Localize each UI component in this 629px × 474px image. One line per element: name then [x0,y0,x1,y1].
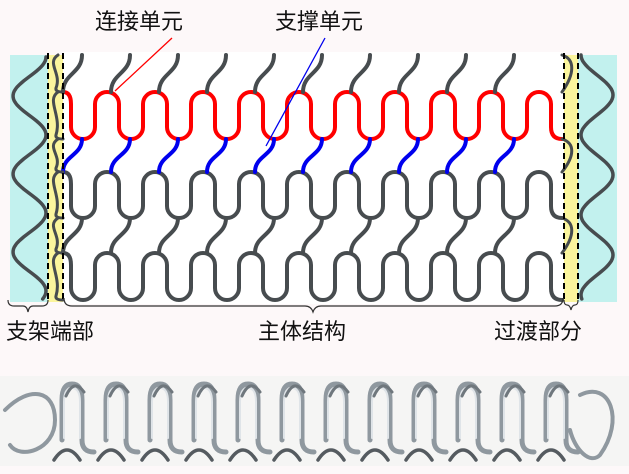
3d-bottom-link [536,448,566,462]
support-unit-connector [109,137,132,174]
3d-top-link [548,384,570,398]
top-connector [493,53,516,94]
connector [349,216,372,255]
connector [301,216,324,255]
label-support-unit: 支撑单元 [275,10,364,35]
support-ring [61,251,564,302]
connector [493,216,516,255]
3d-bottom-link [404,448,434,462]
connector [445,216,468,255]
3d-bottom-link [228,448,258,462]
3d-bottom-link [448,448,478,462]
top-connector [397,53,420,94]
label-transition: 过渡部分 [494,320,583,345]
3d-top-link [460,384,482,398]
support-unit-connector [349,137,372,174]
transition-brace [563,299,579,311]
right-transition-zone [564,55,578,302]
support-unit-connector [493,137,516,174]
3d-bottom-link [140,448,170,462]
3d-top-link [240,384,262,398]
support-ring [61,170,564,220]
top-connector [205,53,228,94]
stent-3d-render [3,381,615,462]
3d-top-link [152,384,174,398]
stent-end-brace [7,299,49,313]
support-unit-connector [205,137,228,174]
left-end-ring [11,55,48,301]
connector [205,216,228,255]
top-connector [445,53,468,94]
connector [253,216,276,255]
3d-top-link [284,384,306,398]
3d-top-link [504,384,526,398]
top-connector [349,53,372,94]
connector [397,216,420,255]
top-connector [157,53,180,94]
label-main-structure: 主体结构 [258,320,347,345]
3d-end-ring-left [3,392,58,454]
support-unit-pointer [265,37,326,147]
transition-link [51,251,65,302]
3d-end-ring-right [568,389,615,461]
connector [157,216,180,255]
support-unit-connector [445,137,468,174]
main-structure-brace [63,297,564,314]
top-connector [301,53,324,94]
connector [109,216,132,255]
right-end-ring [579,53,615,301]
strut-network [11,53,615,302]
3d-top-link [108,384,130,398]
left-transition-zone [48,55,63,302]
3d-bottom-link [316,448,346,462]
3d-top-link [196,384,218,398]
3d-bottom-link [96,448,126,462]
label-connecting-unit: 连接单元 [95,10,184,35]
3d-bottom-link [52,448,82,462]
top-connector [109,53,132,94]
connector [61,216,84,255]
main-body-background [62,52,565,304]
3d-bottom-link [492,448,522,462]
3d-top-link [328,384,350,398]
connecting-unit-pointer [114,37,173,92]
support-unit-connector [397,137,420,174]
3d-bottom-link [360,448,390,462]
3d-top-link [416,384,438,398]
connecting-unit-ring [61,90,564,141]
support-unit-connector [301,137,324,174]
label-stent-end: 支架端部 [6,320,95,345]
top-connector [253,53,276,94]
3d-top-link [372,384,394,398]
3d-bottom-link [272,448,302,462]
support-unit-connector [157,137,180,174]
support-unit-connector [253,137,276,174]
3d-top-link [64,384,86,398]
3d-bottom-link [184,448,214,462]
